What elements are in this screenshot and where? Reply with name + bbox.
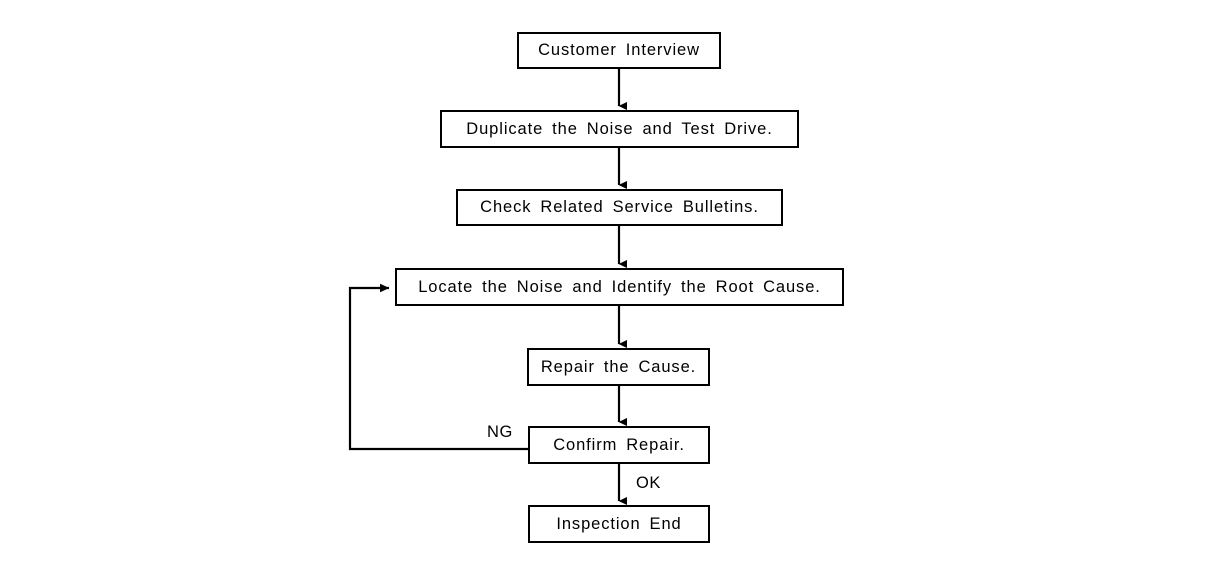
node-customer-interview[interactable]: Customer Interview <box>517 32 721 69</box>
node-duplicate-noise[interactable]: Duplicate the Noise and Test Drive. <box>440 110 799 148</box>
edge-label-ok: OK <box>636 474 662 492</box>
connector-ng-feedback-loop <box>348 283 528 451</box>
node-label: Inspection End <box>556 514 682 533</box>
node-label: Customer Interview <box>538 41 700 60</box>
node-label: Confirm Repair. <box>553 435 685 454</box>
node-label: Locate the Noise and Identify the Root C… <box>418 277 821 296</box>
node-label: Repair the Cause. <box>540 357 697 376</box>
node-check-bulletins[interactable]: Check Related Service Bulletins. <box>456 189 783 226</box>
node-confirm-repair[interactable]: Confirm Repair. <box>528 426 710 464</box>
edge-label-ng: NG <box>487 423 513 441</box>
node-label: Duplicate the Noise and Test Drive. <box>466 119 773 138</box>
node-label: Check Related Service Bulletins. <box>480 198 759 217</box>
node-repair-cause[interactable]: Repair the Cause. <box>527 348 710 386</box>
node-inspection-end[interactable]: Inspection End <box>528 505 710 543</box>
node-locate-noise[interactable]: Locate the Noise and Identify the Root C… <box>395 268 844 306</box>
